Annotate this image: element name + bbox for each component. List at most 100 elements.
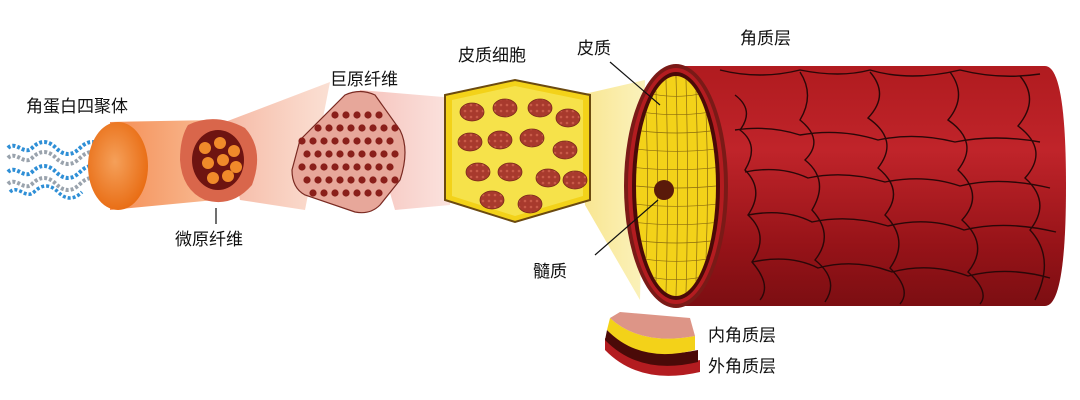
macrofibril-bundle: [555, 108, 581, 128]
fibril-dot: [353, 137, 361, 145]
fibril-dot: [342, 111, 350, 119]
macrofibril-bundle: [487, 130, 513, 150]
fibril-dot: [369, 124, 377, 132]
cortex-cell-line: [641, 130, 711, 134]
fibril-dot: [369, 176, 377, 184]
cortex-cell-line: [641, 240, 711, 244]
fibril-dot: [320, 189, 328, 197]
hair-shaft: [624, 64, 1066, 308]
cortical-cell: [444, 78, 591, 224]
cortex-cell-line: [646, 112, 706, 116]
fibril-dot: [391, 124, 399, 132]
macrofibril-bundle: [535, 168, 561, 188]
macrofibril-bundle: [552, 140, 578, 160]
fibril-dot: [309, 163, 317, 171]
fibril-dot: [347, 150, 355, 158]
cuticle-scales: [719, 69, 1057, 305]
cortex-cell-line: [636, 167, 716, 170]
macrofibril-bundle: [562, 170, 588, 190]
fibril-dot: [358, 176, 366, 184]
macrofibril-bundle: [459, 102, 485, 122]
cortex-cell-line: [645, 113, 648, 259]
label-exocuticle: 外角质层: [708, 357, 776, 377]
cuticle-body: [676, 66, 1066, 306]
leader-lines: [215, 61, 661, 256]
fibril-dot: [369, 150, 377, 158]
fibril-dot: [391, 176, 399, 184]
fibril-dot: [364, 189, 372, 197]
microfibril: [180, 119, 258, 203]
fibril-dot: [375, 137, 383, 145]
fibril-dot: [331, 189, 339, 197]
fibril-dot: [298, 137, 306, 145]
fibril-dot: [336, 150, 344, 158]
exocuticle-wedge: [605, 338, 700, 376]
label-cortical-cell: 皮质细胞: [458, 46, 526, 66]
fibril-dot: [353, 189, 361, 197]
macrofibril-bundle: [479, 190, 505, 210]
cortex-cell-line: [653, 93, 699, 97]
label-keratin-tetramer: 角蛋白四聚体: [26, 97, 128, 117]
cortex-face: [636, 76, 716, 296]
fibril-dot: [342, 163, 350, 171]
fibril-dot: [336, 124, 344, 132]
macrofibril: [291, 90, 406, 214]
beam-cell-to-cortex: [580, 80, 645, 300]
macrofibril-bundle: [492, 98, 518, 118]
cortex-cell-line: [638, 148, 714, 152]
fibril-dot: [347, 124, 355, 132]
fibril-dot: [314, 150, 322, 158]
fibril-dot: [336, 176, 344, 184]
fibril-dot: [380, 150, 388, 158]
helix-blue-3: [8, 184, 84, 200]
cortex-cell-line: [695, 90, 698, 282]
cortex-cell-line: [685, 79, 688, 293]
fibril-dot: [375, 111, 383, 119]
cortex-cell-line: [638, 222, 714, 225]
label-medulla: 髓质: [533, 262, 567, 282]
fibril-dot: [342, 137, 350, 145]
macrofibril-bundles: [457, 98, 588, 214]
fibril-dot: [342, 189, 350, 197]
macrofibril-bundle: [519, 128, 545, 148]
fibril-dot: [358, 124, 366, 132]
leader-medulla: [594, 199, 659, 256]
cortex-cell-line: [705, 113, 708, 259]
cortex-cell-line: [675, 75, 678, 297]
label-macrofibril: 巨原纤维: [330, 70, 398, 90]
microfibril-subunits: [199, 137, 242, 184]
fibril-dot: [347, 176, 355, 184]
fibril-dot: [353, 111, 361, 119]
macrofibril-bundle: [517, 194, 543, 214]
fibril-dot: [386, 163, 394, 171]
fibril-dot: [375, 163, 383, 171]
fibril-dot: [380, 124, 388, 132]
fibril-dot: [320, 163, 328, 171]
fibril-dot: [386, 137, 394, 145]
fibril-dot: [353, 163, 361, 171]
macrofibril-fibrils: [298, 111, 399, 197]
macrofibril-bundle: [465, 162, 491, 182]
label-cuticle: 角质层: [740, 29, 791, 49]
fibril-dot: [303, 150, 311, 158]
cortex-cell-line: [646, 258, 706, 262]
medulla-core: [654, 180, 674, 200]
macrofibril-bundle: [497, 162, 523, 182]
macrofibril-bundle: [527, 98, 553, 118]
fibril-dot: [331, 111, 339, 119]
fibril-dot: [325, 124, 333, 132]
fibril-dot: [309, 137, 317, 145]
tetramer-cross-section: [88, 122, 148, 210]
fibril-dot: [325, 176, 333, 184]
fibril-dot: [331, 163, 339, 171]
macrofibril-bundle: [457, 132, 483, 152]
fibril-dot: [303, 176, 311, 184]
leader-cortex: [609, 61, 661, 106]
fibril-dot: [331, 137, 339, 145]
fibril-dot: [314, 124, 322, 132]
label-endocuticle: 内角质层: [708, 326, 776, 346]
fibril-dot: [358, 150, 366, 158]
fibril-dot: [364, 137, 372, 145]
fibril-dot: [325, 150, 333, 158]
